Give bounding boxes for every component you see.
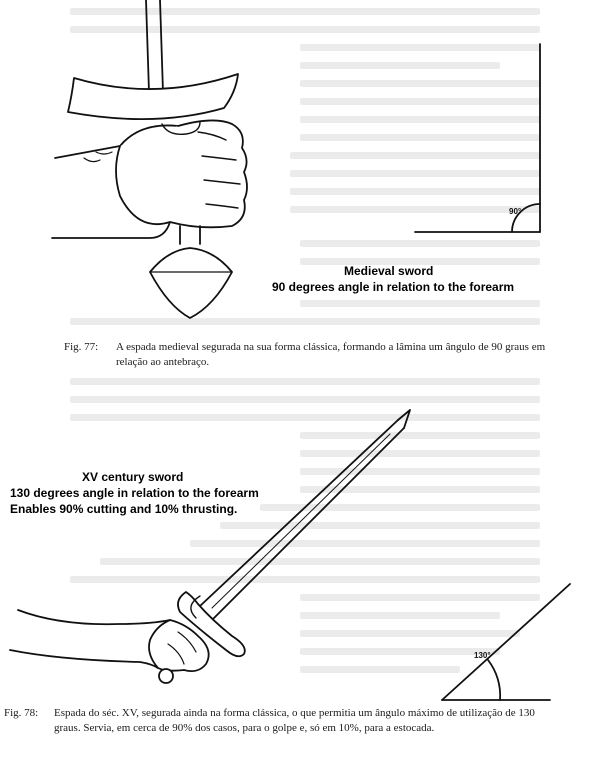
angle-label-90: 90° xyxy=(509,207,522,216)
sword-blade-right-edge xyxy=(159,0,164,93)
wrist-creases xyxy=(83,151,113,163)
thumb xyxy=(161,121,201,135)
xv-century-sword-angle-text: 130 degrees angle in relation to the for… xyxy=(10,486,259,500)
figure-77-caption-line1: A espada medieval segurada na sua forma … xyxy=(116,341,546,353)
sword-pommel xyxy=(149,247,233,319)
medieval-sword-title: Medieval sword xyxy=(344,264,434,278)
sword-crossguard xyxy=(67,73,239,121)
medieval-sword-illustration xyxy=(51,0,541,319)
angle-label-130: 130° xyxy=(474,651,491,660)
figure-78-caption: Fig. 78: Espada do séc. XV, segurada aind… xyxy=(4,706,596,736)
figure-78-number: Fig. 78: xyxy=(4,707,39,719)
angle-arc xyxy=(511,203,541,233)
xv-century-sword-usage-text: Enables 90% cutting and 10% thrusting. xyxy=(10,502,238,516)
sword-blade-left-edge xyxy=(145,0,150,93)
finger-lines xyxy=(197,131,241,209)
figure-77-number: Fig. 77: xyxy=(64,341,99,353)
xv-century-sword-title: XV century sword xyxy=(82,470,184,484)
figure-78-caption-line1: Espada do séc. XV, segurada ainda na for… xyxy=(54,707,535,719)
fist xyxy=(115,119,248,229)
medieval-sword-subtitle: 90 degrees angle in relation to the fore… xyxy=(272,280,515,294)
figure-78-caption-line2: graus. Servia, em cerca de 90% dos casos… xyxy=(54,722,435,734)
figure-77-caption-line2: relação ao antebraço. xyxy=(116,356,210,368)
figure-77-caption: Fig. 77: A espada medieval segurada na su… xyxy=(64,340,584,370)
forearm-lower xyxy=(51,221,171,239)
